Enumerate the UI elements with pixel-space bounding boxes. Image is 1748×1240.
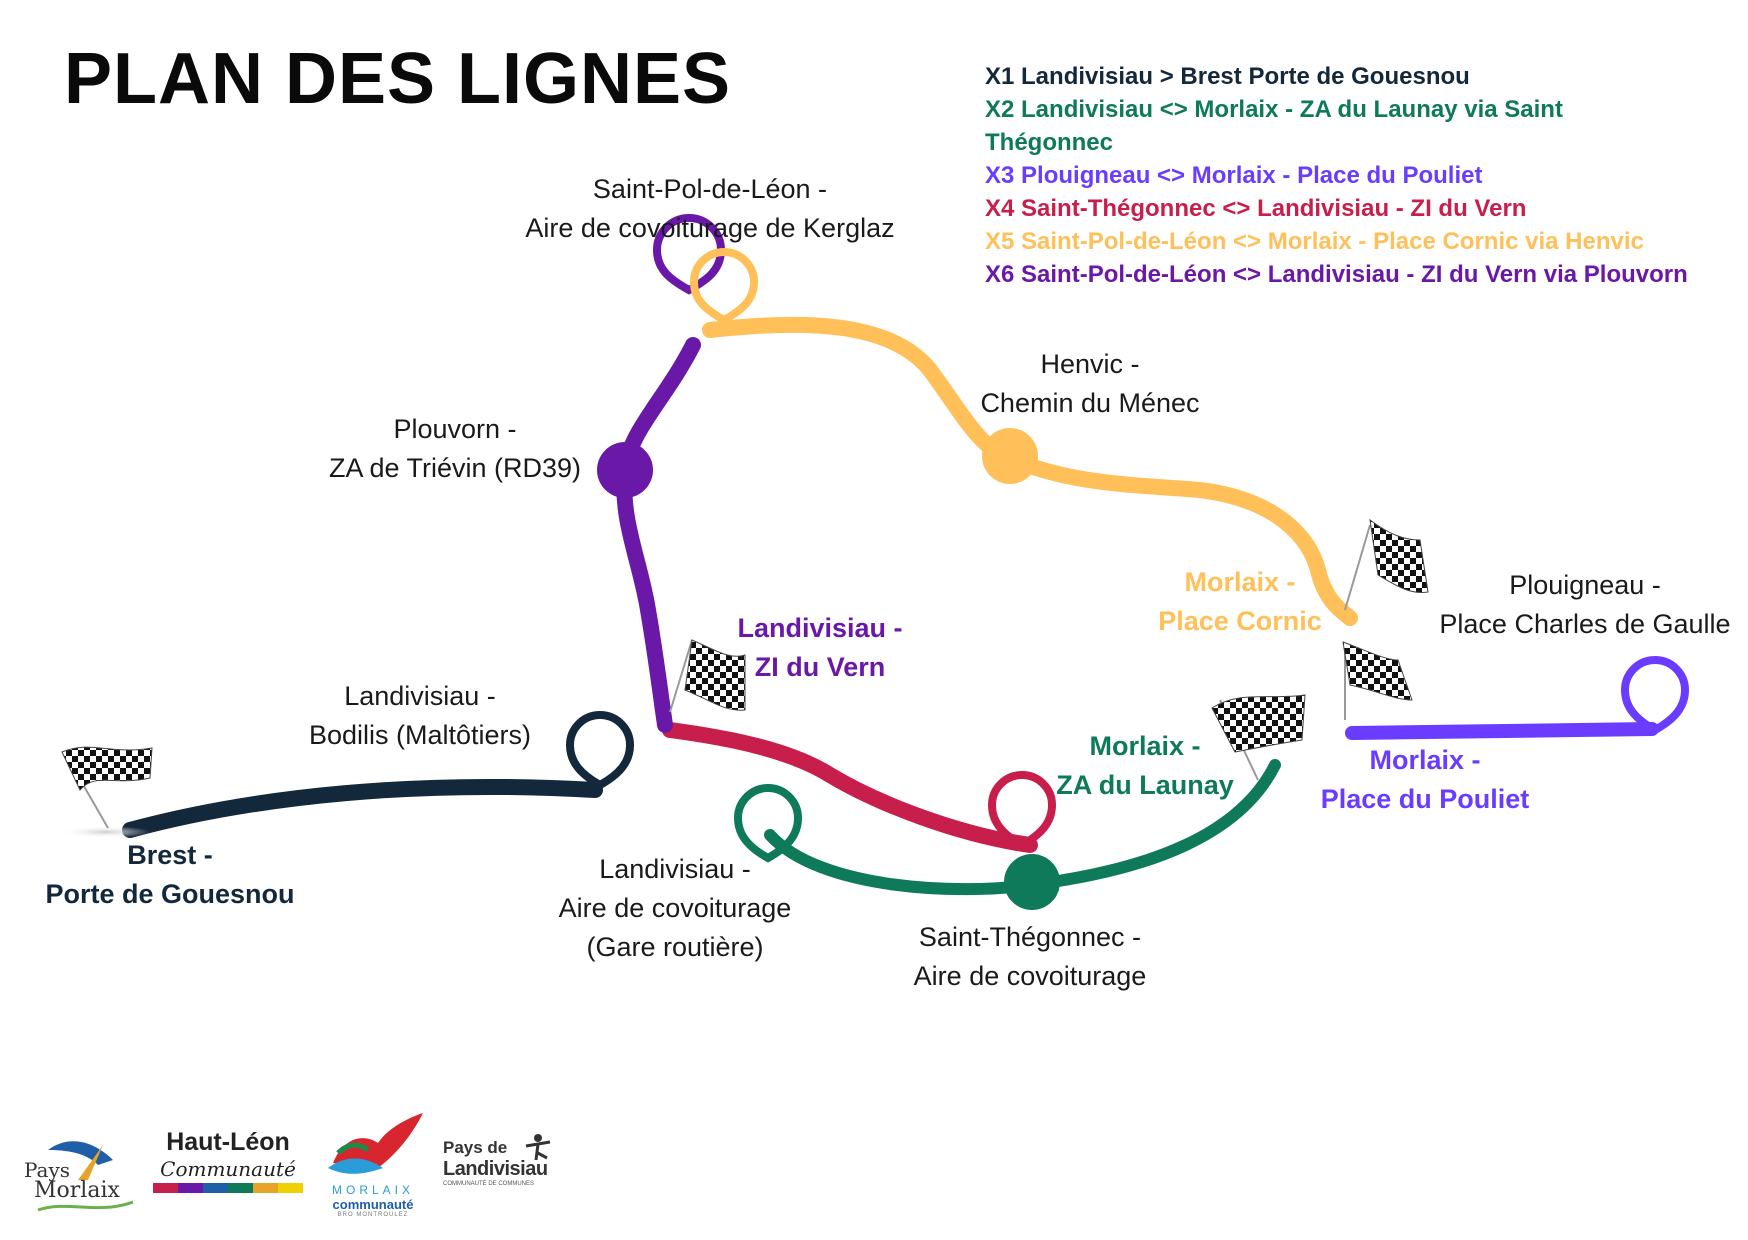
logo-pays-de-morlaix-line2: Morlaix	[34, 1178, 120, 1203]
stop-label-henvic: Henvic - Chemin du Ménec	[980, 349, 1200, 418]
pin-landivisiau-aire	[733, 784, 803, 863]
logo-landivisiau-line1: Pays de	[443, 1138, 508, 1157]
legend-item-x5: X5 Saint-Pol-de-Léon <> Morlaix - Place …	[985, 228, 1644, 255]
route-x1-line	[122, 778, 603, 838]
route-x5-line	[702, 316, 1358, 626]
flag-morlaix-launay	[1211, 694, 1306, 781]
logo-pays-de-landivisiau: Pays de Landivisiau COMMUNAUTÉ DE COMMUN…	[443, 1134, 573, 1218]
flag-morlaix-cornic	[1344, 518, 1429, 611]
legend-item-x1: X1 Landivisiau > Brest Porte de Gouesnou	[985, 63, 1470, 90]
route-x4-line	[662, 722, 1038, 853]
stop-label-morlaix-launay: Morlaix - ZA du Launay	[1056, 731, 1234, 800]
stop-label-brest: Brest - Porte de Gouesnou	[45, 840, 295, 909]
logo-pays-de-morlaix-line1: Pays	[24, 1158, 71, 1182]
page-title: PLAN DES LIGNES	[64, 39, 732, 119]
pin-saint-pol-x5	[689, 248, 759, 325]
pin-landivisiau-bodilis	[565, 711, 635, 790]
pays-de-morlaix-emblem-icon	[37, 1141, 134, 1212]
pin-saint-pol-x6	[652, 214, 726, 295]
partner-logos: Pays Morlaix Haut-Léon Communauté MORLAI…	[18, 1108, 578, 1228]
stop-label-landivisiau-zi-vern: Landivisiau - ZI du Vern	[737, 613, 903, 682]
legend-item-x4: X4 Saint-Thégonnec <> Landivisiau - ZI d…	[985, 195, 1527, 222]
legend-item-x2-continued: Thégonnec	[985, 129, 1114, 156]
logo-pays-de-morlaix: Pays Morlaix	[18, 1120, 138, 1220]
logo-morlaix-communaute-line3: BRO MONTROULEZ	[337, 1212, 409, 1218]
flag-landivisiau-zi-vern	[669, 639, 746, 713]
pin-saint-thegonnec-x4	[987, 771, 1057, 850]
legend-item-x6: X6 Saint-Pol-de-Léon <> Landivisiau - ZI…	[985, 261, 1688, 288]
logo-haut-leon: Haut-Léon Communauté	[153, 1128, 313, 1218]
morlaix-communaute-emblem-icon	[328, 1113, 423, 1174]
logo-haut-leon-line2: Communauté	[160, 1157, 296, 1181]
logo-haut-leon-line1: Haut-Léon	[166, 1128, 290, 1156]
stop-label-morlaix-pouliet: Morlaix - Place du Pouliet	[1320, 745, 1530, 814]
stop-label-landivisiau-aire: Landivisiau - Aire de covoiturage (Gare …	[558, 854, 792, 962]
route-x3-line	[1345, 722, 1659, 740]
logo-landivisiau-line2: Landivisiau	[443, 1158, 548, 1180]
route-x6-line	[616, 337, 701, 733]
logo-morlaix-communaute: MORLAIX communauté BRO MONTROULEZ	[323, 1108, 433, 1228]
pin-plouigneau	[1620, 656, 1690, 735]
stop-dot-henvic	[982, 428, 1038, 484]
stop-label-landivisiau-bodilis: Landivisiau - Bodilis (Maltôtiers)	[308, 681, 532, 750]
line-legend: X1 Landivisiau > Brest Porte de Gouesnou…	[985, 60, 1745, 291]
flag-brest	[60, 746, 153, 838]
logo-morlaix-communaute-line1: MORLAIX	[331, 1183, 414, 1197]
stop-label-plouigneau: Plouigneau - Place Charles de Gaulle	[1439, 570, 1731, 639]
stop-dot-plouvorn	[597, 442, 653, 498]
stop-dot-saint-thegonnec	[1004, 854, 1060, 910]
logo-morlaix-communaute-line2: communauté	[332, 1197, 414, 1212]
flag-morlaix-pouliet	[1342, 641, 1413, 720]
haut-leon-color-bar-icon	[153, 1183, 303, 1193]
stop-label-saint-thegonnec: Saint-Thégonnec - Aire de covoiturage	[913, 922, 1147, 991]
logo-landivisiau-line3: COMMUNAUTÉ DE COMMUNES	[443, 1181, 534, 1187]
stop-label-plouvorn: Plouvorn - ZA de Triévin (RD39)	[328, 414, 582, 483]
landivisiau-figure-icon	[525, 1134, 551, 1161]
legend-item-x2: X2 Landivisiau <> Morlaix - ZA du Launay…	[985, 96, 1563, 123]
legend-item-x3: X3 Plouigneau <> Morlaix - Place du Poul…	[985, 162, 1483, 189]
stop-label-saint-pol: Saint-Pol-de-Léon - Aire de covoiturage …	[525, 174, 895, 243]
stop-label-morlaix-cornic: Morlaix - Place Cornic	[1158, 567, 1322, 636]
